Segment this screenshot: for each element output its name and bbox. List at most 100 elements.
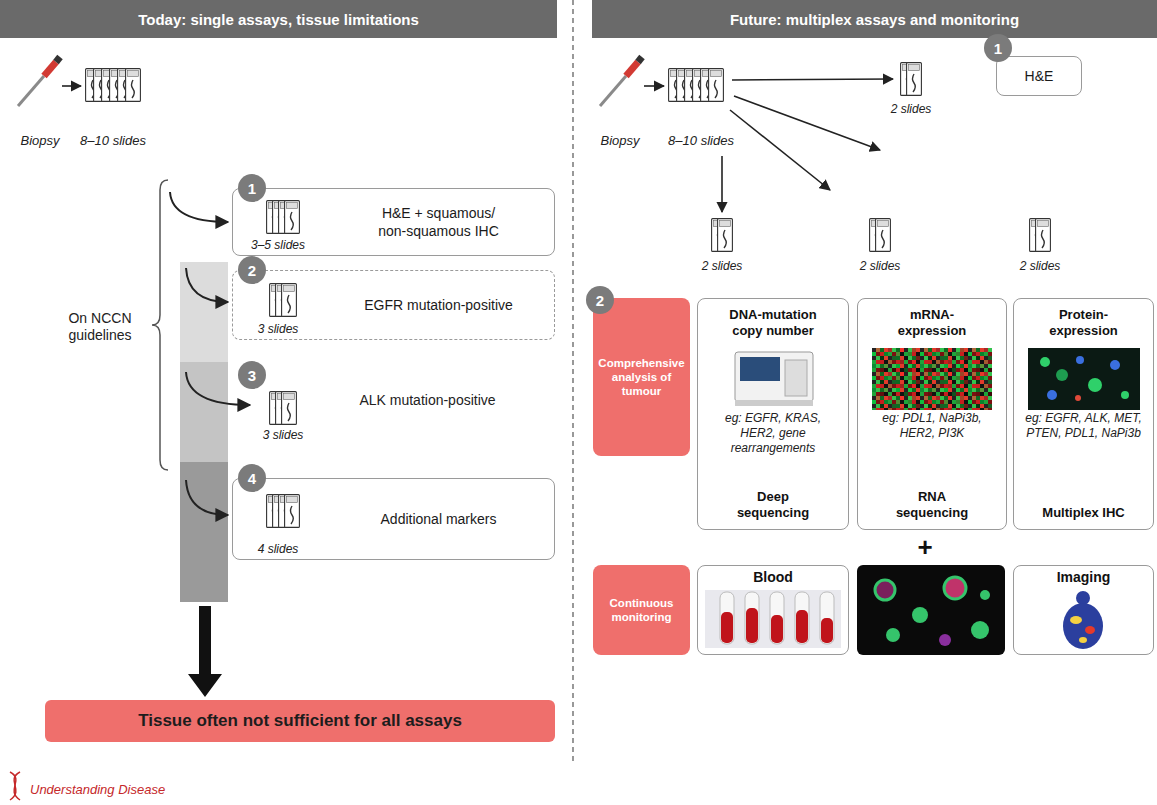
slide-stack bbox=[267, 495, 300, 528]
step-number: 1 bbox=[238, 174, 266, 202]
assay-box: 3 slidesEGFR mutation-positive bbox=[232, 270, 555, 340]
biopsy-needle bbox=[600, 76, 626, 106]
slide-stack bbox=[907, 63, 922, 96]
header-band: Today: single assays, tissue limitations bbox=[0, 0, 557, 38]
slide-stack bbox=[282, 284, 297, 317]
sequencer-picture bbox=[785, 360, 807, 396]
assay-box-text: Additional markers bbox=[377, 504, 501, 534]
plus-sign: + bbox=[900, 532, 950, 562]
monitoring-panel: Blood bbox=[697, 565, 849, 655]
slide-stack bbox=[669, 69, 724, 102]
step-number-text: 2 bbox=[596, 293, 604, 308]
slide-count: 2 slides bbox=[1005, 259, 1075, 273]
step-number: 2 bbox=[586, 286, 614, 314]
slide-stack bbox=[285, 495, 300, 528]
assay-panel-text: Deep sequencing bbox=[727, 489, 819, 529]
progress-bar bbox=[180, 262, 228, 362]
slide-count: 2 slides bbox=[687, 259, 757, 273]
slide-stack bbox=[285, 201, 300, 234]
assay-panel-text: eg: EGFR, KRAS, HER2, gene rearrangement… bbox=[714, 411, 832, 456]
assay-panel-text: Protein-expression bbox=[1024, 299, 1144, 345]
monitoring-panel: Imaging bbox=[1013, 565, 1154, 655]
logo-helix bbox=[10, 772, 20, 800]
slide-stack bbox=[126, 69, 141, 102]
assay-panel-text: DNA-mutation copy number bbox=[713, 299, 833, 345]
step-number-text: 3 bbox=[248, 368, 256, 383]
slide-stack bbox=[1030, 219, 1051, 252]
monitoring-panel-text: Blood bbox=[753, 566, 793, 586]
biopsy-label: Biopsy bbox=[585, 133, 655, 149]
sequencer-picture bbox=[740, 357, 780, 381]
assay-panel-text: Multiplex IHC bbox=[1038, 505, 1130, 529]
slide-count: 2 slides bbox=[876, 102, 946, 116]
assay-box-text: H&E bbox=[1025, 68, 1054, 84]
blood-tubes-picture bbox=[820, 592, 834, 644]
category-box-text: Comprehensive analysis of tumour bbox=[593, 356, 690, 398]
biopsy-needle bbox=[600, 57, 642, 106]
logo-text: Understanding Disease bbox=[30, 782, 230, 798]
step-number: 3 bbox=[238, 361, 266, 389]
logo-helix bbox=[10, 772, 20, 800]
monitoring-panel-text: Imaging bbox=[1057, 566, 1111, 586]
immunostain-picture bbox=[1047, 390, 1057, 400]
step-number: 1 bbox=[984, 34, 1012, 62]
blood-tubes-picture bbox=[705, 590, 841, 648]
assay-label: ALK mutation-positive bbox=[300, 391, 555, 409]
header-band: Future: multiplex assays and monitoring bbox=[592, 0, 1157, 38]
step-arrow bbox=[186, 268, 228, 302]
step-number: 4 bbox=[238, 464, 266, 492]
sequencer-picture bbox=[735, 400, 813, 406]
cell-image-panel bbox=[944, 577, 966, 599]
biopsy-needle bbox=[638, 57, 642, 62]
sequencer-picture bbox=[735, 352, 813, 402]
flow-arrow bbox=[721, 156, 723, 212]
cell-image-panel bbox=[939, 634, 951, 646]
conclusion-box-text: Tissue often not sufficient for all assa… bbox=[130, 711, 470, 731]
step-arrow bbox=[170, 192, 250, 515]
immunostain-picture bbox=[1121, 391, 1129, 399]
step-number-text: 2 bbox=[248, 263, 256, 278]
blood-tubes-picture bbox=[705, 590, 841, 648]
cell-image-panel bbox=[980, 590, 990, 600]
immunostain-picture bbox=[1110, 360, 1120, 370]
step-number-text: 4 bbox=[248, 471, 256, 486]
big-down-arrow bbox=[188, 606, 222, 697]
category-box: Comprehensive analysis of tumour bbox=[593, 298, 690, 456]
heatmap-picture bbox=[872, 348, 992, 410]
immunostain-picture bbox=[1028, 348, 1140, 410]
blood-tubes-picture bbox=[720, 592, 734, 644]
slide-stack bbox=[718, 219, 733, 252]
slide-stack bbox=[282, 392, 297, 425]
cell-image-panel bbox=[912, 607, 928, 623]
blood-tubes-picture bbox=[746, 608, 758, 643]
heatmap-picture bbox=[872, 348, 992, 410]
assay-panel: mRNA-expressioneg: PDL1, NaPi3b, HER2, P… bbox=[857, 298, 1007, 530]
slide-stack bbox=[270, 392, 297, 425]
blood-tubes-picture bbox=[795, 592, 809, 644]
header-band-text: Today: single assays, tissue limitations bbox=[138, 11, 419, 28]
assay-box-text: 3–5 slides bbox=[233, 238, 323, 255]
blood-tubes-picture bbox=[745, 592, 759, 644]
flow-arrow bbox=[732, 79, 893, 80]
assay-panel-text: eg: PDL1, NaPi3b, HER2, PI3K bbox=[873, 411, 991, 441]
immunostain-picture bbox=[1088, 378, 1102, 392]
cell-image-panel bbox=[875, 580, 895, 600]
cell-image-panel bbox=[857, 565, 1005, 655]
assay-box-text: 4 slides bbox=[233, 542, 323, 559]
category-box: Continuous monitoring bbox=[593, 565, 690, 655]
biopsy-label: Biopsy bbox=[5, 133, 75, 149]
slide-count: 8–10 slides bbox=[68, 133, 158, 149]
slide-count: 3 slides bbox=[248, 428, 318, 442]
assay-box-text: H&E + squamous/ non-squamous IHC bbox=[370, 198, 508, 246]
immunostain-picture bbox=[1076, 356, 1084, 364]
heatmap-picture bbox=[872, 348, 992, 410]
immunostain-picture bbox=[1040, 357, 1050, 367]
header-band-text: Future: multiplex assays and monitoring bbox=[730, 11, 1019, 28]
pet-scan-picture bbox=[1085, 626, 1095, 634]
slide-stack bbox=[712, 219, 733, 252]
biopsy-needle bbox=[56, 57, 60, 62]
slide-stack bbox=[86, 69, 141, 102]
immunostain-picture bbox=[1028, 348, 1140, 410]
